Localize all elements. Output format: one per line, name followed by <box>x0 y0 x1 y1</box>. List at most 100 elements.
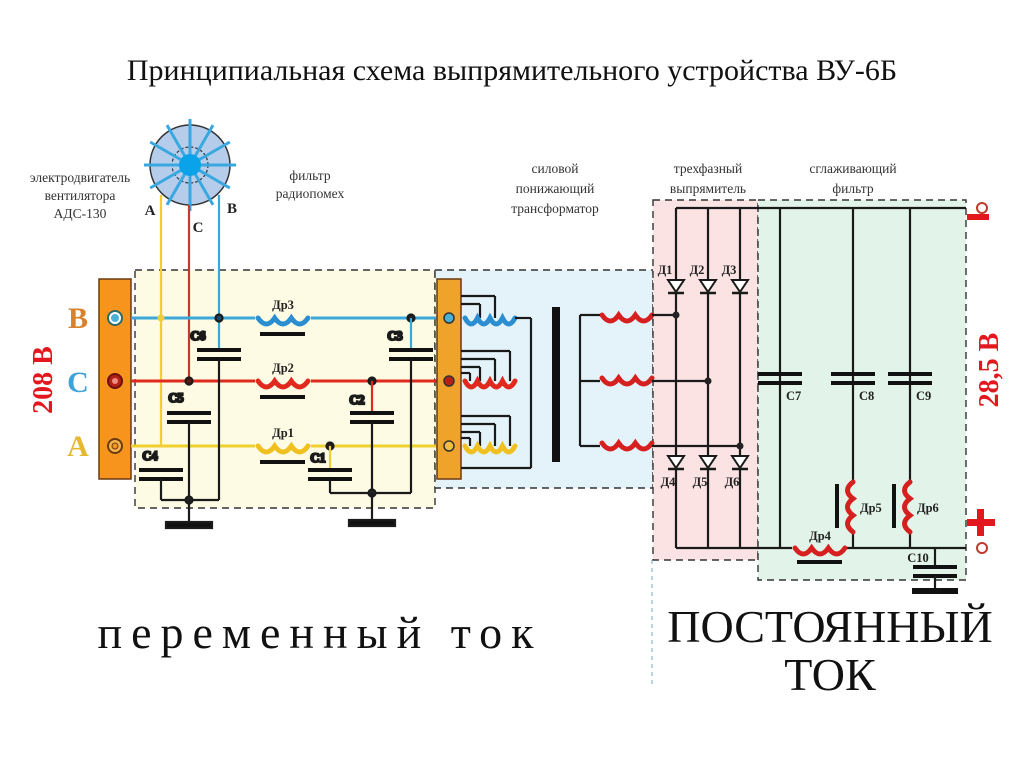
diode-icon <box>666 455 686 470</box>
inductor-coil <box>462 312 518 327</box>
choke-label: Др4 <box>809 529 832 543</box>
svg-text:фильтр: фильтр <box>289 168 330 183</box>
choke-label: Др5 <box>860 501 882 515</box>
capacitor-c6-label: С6 <box>190 329 205 343</box>
diode-icon <box>698 455 718 470</box>
coil-mask <box>906 482 914 532</box>
inductor-coil <box>255 376 311 390</box>
svg-text:силовой: силовой <box>532 161 579 176</box>
terminal <box>443 375 455 387</box>
svg-text:радиопомех: радиопомех <box>276 186 345 201</box>
choke-dr3: Др3 <box>255 298 311 336</box>
svg-text:электродвигатель: электродвигатель <box>30 170 130 185</box>
primary-winding-3 <box>461 414 518 455</box>
transformer-terminal-a[interactable] <box>443 440 455 452</box>
choke-label: Др6 <box>917 501 939 515</box>
capacitor-c7 <box>758 372 802 385</box>
motor-wire-c-label: С <box>193 220 204 236</box>
capacitor-c5-label: С5 <box>168 391 183 405</box>
inductor-coil <box>845 479 858 535</box>
primary-winding-1 <box>461 294 518 327</box>
terminal <box>443 312 455 324</box>
minus-sign-icon <box>967 214 989 220</box>
diode-d5 <box>698 455 718 471</box>
svg-text:вентилятора: вентилятора <box>45 188 116 203</box>
diode-d3 <box>730 279 750 295</box>
choke-core <box>260 395 305 399</box>
junction-dot <box>184 376 194 386</box>
diode-d1 <box>666 279 686 295</box>
inductor-coil <box>792 543 848 557</box>
choke-dr5: Др5 <box>835 479 882 535</box>
svg-text:АДС-130: АДС-130 <box>54 206 107 221</box>
input-phase-b-label: В <box>68 302 88 335</box>
dc-current-label-line1: ПОСТОЯННЫЙ <box>667 601 993 652</box>
coil-mask <box>792 544 846 552</box>
diagram-title: Принципиальная схема выпрямительного уст… <box>127 54 897 87</box>
choke-dr1: Др1 <box>255 426 311 464</box>
motor-label: электродвигатель вентилятора АДС-130 <box>30 170 130 221</box>
dc-current-label-line2: ТОК <box>784 649 876 700</box>
diode-icon <box>698 279 718 294</box>
output-voltage-label: 28,5 В <box>974 333 1005 408</box>
diode-icon <box>730 279 750 294</box>
junction-dot <box>214 313 224 323</box>
rectifier-label: трехфазный выпрямитель <box>670 161 746 196</box>
capacitor-label: С8 <box>859 389 874 403</box>
input-terminal-a[interactable] <box>107 438 123 454</box>
output-minus-terminal[interactable] <box>967 202 989 220</box>
capacitor-c8 <box>831 372 875 385</box>
coil-mask <box>849 482 857 532</box>
choke-core <box>260 332 305 336</box>
inductor-coil <box>462 375 518 390</box>
choke-label: Др2 <box>272 361 294 375</box>
diode-label: Д3 <box>722 263 737 277</box>
capacitor-c2-label: С2 <box>349 393 364 407</box>
inductor-coil <box>462 440 518 455</box>
svg-text:понижающий: понижающий <box>516 181 595 196</box>
svg-text:фильтр: фильтр <box>832 181 873 196</box>
secondary-winding-3 <box>599 438 655 452</box>
choke-dr2: Др2 <box>255 361 311 399</box>
diode-icon <box>666 279 686 294</box>
diode-label: Д4 <box>661 475 677 489</box>
diode-label: Д5 <box>693 475 708 489</box>
motor-wire-a-label: А <box>145 203 156 219</box>
choke-core <box>892 484 896 528</box>
fan-motor-icon <box>144 119 236 211</box>
input-terminal-c[interactable] <box>107 373 123 389</box>
choke-core <box>835 484 839 528</box>
transformer-terminal-c[interactable] <box>443 375 455 387</box>
coil-mask <box>255 315 311 321</box>
capacitor-c10-label: С10 <box>907 551 929 565</box>
smoothing-filter-label: сглаживающий фильтр <box>809 161 896 196</box>
diode-d4 <box>666 455 686 471</box>
junction-dot <box>736 442 744 450</box>
capacitor-c3-label: С3 <box>387 329 402 343</box>
ground-icon <box>164 520 214 530</box>
inductor-coil <box>599 310 655 324</box>
input-phase-c-label: С <box>67 366 89 399</box>
capacitor-c4-label: С4 <box>142 449 158 463</box>
input-phase-a-label: А <box>67 430 89 463</box>
capacitor-c1-label: С1 <box>310 451 325 465</box>
junction-dot <box>704 377 712 385</box>
transformer-terminal-b[interactable] <box>443 312 455 324</box>
radio-filter-label: фильтр радиопомех <box>276 168 345 201</box>
transformer-core <box>552 307 560 462</box>
input-voltage-label: 208 В <box>28 346 59 414</box>
choke-label: Др3 <box>272 298 294 312</box>
input-terminal-b[interactable] <box>107 310 123 326</box>
inductor-coil <box>599 438 655 452</box>
svg-text:трансформатор: трансформатор <box>511 201 599 216</box>
coil-mask <box>255 378 311 384</box>
output-plus-terminal[interactable] <box>967 509 995 554</box>
motor-wire-b-label: В <box>227 201 237 217</box>
inductor-coil <box>255 441 311 455</box>
junction-dot <box>157 314 165 322</box>
choke-label: Др1 <box>272 426 294 440</box>
choke-dr6: Др6 <box>892 479 939 535</box>
diode-label: Д1 <box>658 263 673 277</box>
choke-dr4: Др4 <box>792 529 848 564</box>
junction-dot <box>672 311 680 319</box>
